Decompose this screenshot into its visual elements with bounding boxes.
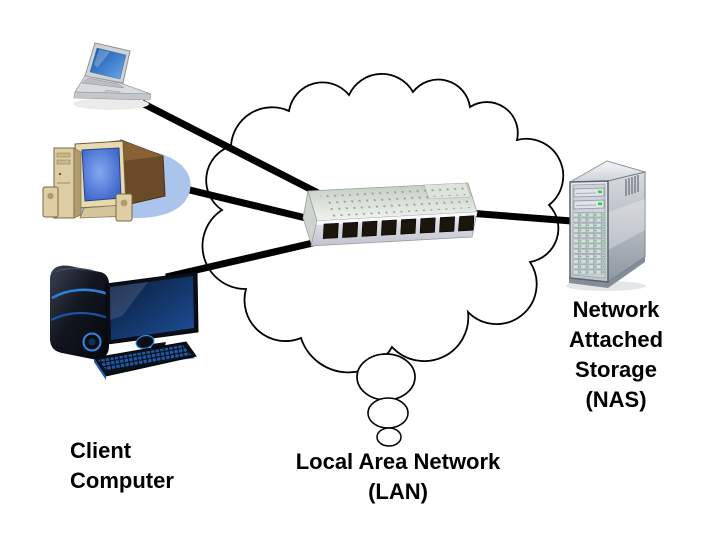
server-tower-icon: [566, 160, 647, 291]
thought-bubble-small: [376, 427, 402, 447]
lan-label-line2: (LAN): [368, 479, 428, 504]
crt-tower-slot: [57, 182, 70, 184]
switch-ports: [322, 215, 475, 239]
laptop-screen: [89, 47, 127, 80]
crt-speaker-left: [42, 186, 59, 218]
switch-front-highlight: [316, 212, 477, 225]
nas-bay2-slot: [575, 204, 597, 206]
nas-optical-bay1: [573, 187, 605, 198]
client-computer-label-line2: Computer: [70, 468, 174, 493]
tower-accent-swoosh2: [50, 311, 109, 321]
nas-label-line4: (NAS): [585, 387, 647, 412]
monitor-screen-glare: [110, 282, 148, 320]
crt-tower-drive-bay2: [56, 159, 71, 165]
connection-lines: [140, 99, 573, 281]
tower-top-edge: [55, 267, 95, 273]
laptop-screen-glare: [94, 49, 110, 68]
tower-port-center: [88, 338, 96, 346]
cable-laptop-switch: [140, 99, 320, 197]
nas-label-line1: Network: [572, 297, 660, 322]
sticker-texture: [427, 185, 467, 197]
monitor-screen: [110, 276, 194, 340]
mouse-icon: [135, 334, 155, 350]
crt-speaker-right-cone: [120, 199, 128, 207]
nas-bay1-slot: [575, 192, 597, 194]
nas-bay1-led: [598, 190, 602, 194]
nas-label-line3: Storage: [575, 357, 657, 382]
client-computer-label: Client Computer: [70, 436, 174, 496]
nas-label: Network Attached Storage (NAS): [541, 295, 691, 415]
thought-bubble-large: [356, 353, 416, 401]
laptop-shadow: [73, 98, 149, 110]
crt-screen: [81, 147, 122, 202]
crt-speaker-right: [115, 193, 133, 222]
nas-label-line2: Attached: [568, 327, 664, 352]
cable-switch-nas: [467, 209, 573, 225]
desktop-computer-icon: [50, 265, 199, 380]
nas-optical-bay2: [573, 199, 605, 210]
nas-drive-bays: [574, 212, 605, 275]
laptop-front-edge: [73, 91, 152, 101]
ethernet-switch-icon: [302, 182, 478, 248]
crt-tower-side: [73, 147, 82, 219]
tower-accent-swoosh1: [51, 288, 109, 300]
nas-side-vent: [625, 175, 639, 196]
keyboard-edge: [94, 358, 106, 380]
nas-bay2-led: [598, 202, 602, 206]
crt-computer-icon: [42, 139, 191, 222]
crt-tower-drive-bay: [56, 152, 71, 158]
lan-label-line1: Local Area Network: [295, 449, 501, 474]
client-computer-label-line1: Client: [70, 438, 132, 463]
thought-bubble-medium: [367, 397, 409, 429]
crt-speaker-left-cone: [47, 192, 54, 200]
keyboard-keys: [98, 345, 191, 371]
laptop-keyboard: [81, 77, 125, 89]
cable-desktop-switch: [165, 239, 314, 281]
cable-crt-switch: [172, 182, 311, 223]
lan-label: Local Area Network (LAN): [270, 447, 526, 507]
lan-cloud: [201, 73, 565, 447]
laptop-icon: [73, 42, 152, 110]
crt-tower-button: [58, 172, 62, 176]
nas-side-highlight: [608, 199, 645, 250]
